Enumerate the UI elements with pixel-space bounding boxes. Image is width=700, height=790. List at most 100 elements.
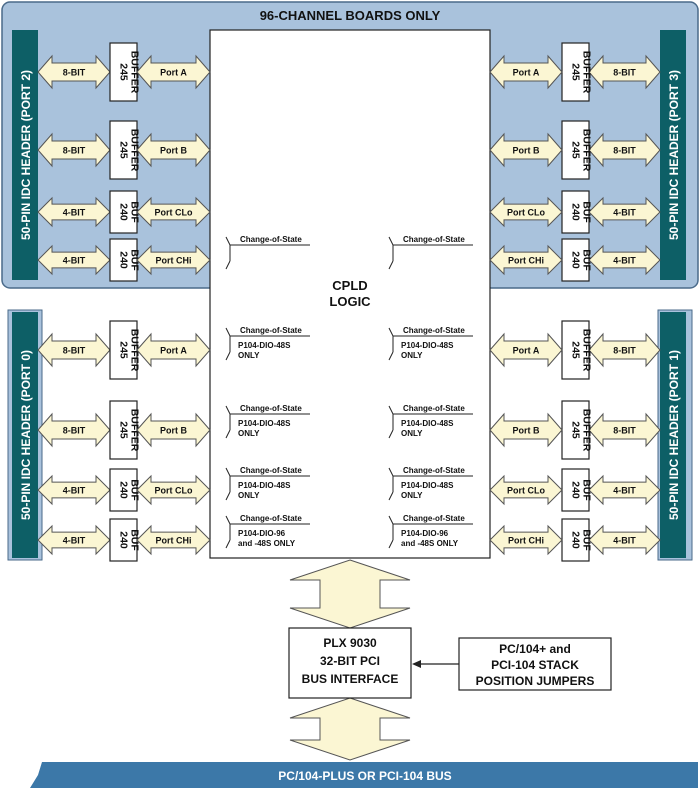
port0-row-2-buffer-label: BUF (129, 479, 141, 501)
cos-right-0: Change-of-State (388, 235, 473, 270)
port3-row-2-buffer-label: BUF (581, 201, 593, 223)
port1-row-2-buffer (561, 468, 590, 512)
pci-bus-bar (30, 762, 698, 788)
cos-left-4-note-2: and -48S ONLY (238, 539, 296, 548)
port1-row-0-bits-arrow (588, 332, 661, 368)
port0-row-1-buffer-label: BUFFER (129, 409, 141, 452)
port0-row-3-port-label: Port CHi (156, 536, 192, 546)
cos-left-4-label: Change-of-State (240, 514, 302, 523)
port3-row-0-buffer-label: BUFFER (581, 51, 593, 94)
port1-row-1-port-arrow (489, 412, 563, 448)
port1-row-3-port-label: Port CHi (508, 536, 544, 546)
cos-left-0: Change-of-State (225, 235, 310, 270)
port3-row-0-bits-arrow (588, 54, 661, 90)
port2-row-2-port-arrow (136, 196, 211, 228)
port0-row-1-bits-label: 8-BIT (63, 426, 86, 436)
port3-row-3-buffer-label: BUF (581, 249, 593, 271)
port2-row-3-port-arrow (136, 244, 211, 276)
region-96-channel-title: 96-CHANNEL BOARDS ONLY (260, 8, 441, 23)
port3-row-0-port-arrow (489, 54, 563, 90)
port1-row-0-port-arrow (489, 332, 563, 368)
port2-row-3-bits-label: 4-BIT (63, 256, 86, 266)
port0-row-3-bits-label: 4-BIT (63, 536, 86, 546)
port0-row-3-port-arrow (136, 524, 211, 556)
port2-row-2-buffer-num: 240 (118, 203, 130, 221)
port1-row-3-buffer-label: BUF (581, 529, 593, 551)
port0-row-0-buffer-label: BUFFER (129, 329, 141, 372)
port0-row-2-bits-label: 4-BIT (63, 486, 86, 496)
port0-row-0-buffer-num: 245 (118, 341, 130, 359)
port1-row-2-bits-label: 4-BIT (613, 486, 636, 496)
plx-line3: BUS INTERFACE (302, 672, 399, 686)
port3-row-3-buffer-num: 240 (570, 251, 582, 269)
port1-row-1-port-label: Port B (513, 426, 541, 436)
port3-row-1-port-label: Port B (513, 146, 541, 156)
cos-right-3-note-1: P104-DIO-48S (401, 481, 454, 490)
port1-row-0-buffer-label: BUFFER (581, 329, 593, 372)
port2-row-1-port-label: Port B (160, 146, 188, 156)
cpld-label-line2: LOGIC (329, 294, 371, 309)
cos-left-2-note-2: ONLY (238, 429, 260, 438)
port3-row-1-port-arrow (489, 132, 563, 168)
port2-row-1-buffer-label: BUFFER (129, 129, 141, 172)
port1-row-3-buffer-num: 240 (570, 531, 582, 549)
port3-row-3-port-arrow (489, 244, 563, 276)
jumpers-line1: PC/104+ and (499, 642, 571, 656)
port3-row-3-port-label: Port CHi (508, 256, 544, 266)
header-port0-label: 50-PIN IDC HEADER (PORT 0) (19, 350, 33, 520)
port2-row-2-buffer-label: BUF (129, 201, 141, 223)
port1-row-1-buffer-label: BUFFER (581, 409, 593, 452)
cos-right-3-label: Change-of-State (403, 466, 465, 475)
port1-row-2-port-arrow (489, 474, 563, 506)
cos-left-3-label: Change-of-State (240, 466, 302, 475)
port3-row-1-bits-label: 8-BIT (613, 146, 636, 156)
port0-row-2-port-label: Port CLo (155, 486, 193, 496)
cos-left-1-note-1: P104-DIO-48S (238, 341, 291, 350)
port0-row-1-port-label: Port B (160, 426, 188, 436)
port2-row-3-port-label: Port CHi (156, 256, 192, 266)
cos-right-4-note-2: and -48S ONLY (401, 539, 459, 548)
plx-line2: 32-BIT PCI (320, 654, 380, 668)
cos-left-1-note-2: ONLY (238, 351, 260, 360)
header-port3 (660, 30, 686, 280)
port0-row-2-buffer-num: 240 (118, 481, 130, 499)
port1-row-3-bits-arrow (588, 524, 661, 556)
port1-row-2-buffer-num: 240 (570, 481, 582, 499)
cos-left-4-note-1: P104-DIO-96 (238, 529, 286, 538)
port0-row-1-port-arrow (136, 412, 211, 448)
port1-row-1-buffer-num: 245 (570, 421, 582, 439)
cos-right-1-note-1: P104-DIO-48S (401, 341, 454, 350)
port2-row-3-buffer-num: 240 (118, 251, 130, 269)
port2-row-0-buffer-label: BUFFER (129, 51, 141, 94)
jumpers-to-plx-arrowhead (412, 660, 421, 668)
port2-row-2-port-label: Port CLo (155, 208, 193, 218)
port3-row-2-port-label: Port CLo (507, 208, 545, 218)
port0-row-3-buffer (109, 518, 138, 562)
port1-row-2-port-label: Port CLo (507, 486, 545, 496)
port3-row-2-buffer-num: 240 (570, 203, 582, 221)
port1-row-0-buffer-num: 245 (570, 341, 582, 359)
port3-row-3-bits-label: 4-BIT (613, 256, 636, 266)
port2-row-3-buffer-label: BUF (129, 249, 141, 271)
port2-row-1-buffer (109, 120, 138, 180)
cos-left-3-note-1: P104-DIO-48S (238, 481, 291, 490)
port1-row-2-buffer-label: BUF (581, 479, 593, 501)
plx-bus-arrow (289, 697, 411, 761)
port2-row-2-bits-label: 4-BIT (63, 208, 86, 218)
port1-row-1-bits-label: 8-BIT (613, 426, 636, 436)
port3-row-2-bits-label: 4-BIT (613, 208, 636, 218)
header-port1-label: 50-PIN IDC HEADER (PORT 1) (667, 350, 681, 520)
jumpers-line2: PCI-104 STACK (491, 658, 579, 672)
port2-row-1-buffer-num: 245 (118, 141, 130, 159)
port2-row-1-bits-label: 8-BIT (63, 146, 86, 156)
port3-row-2-port-arrow (489, 196, 563, 228)
cos-right-3-note-2: ONLY (401, 491, 423, 500)
plx-9030-block (288, 627, 412, 699)
port3-row-1-bits-arrow (588, 132, 661, 168)
